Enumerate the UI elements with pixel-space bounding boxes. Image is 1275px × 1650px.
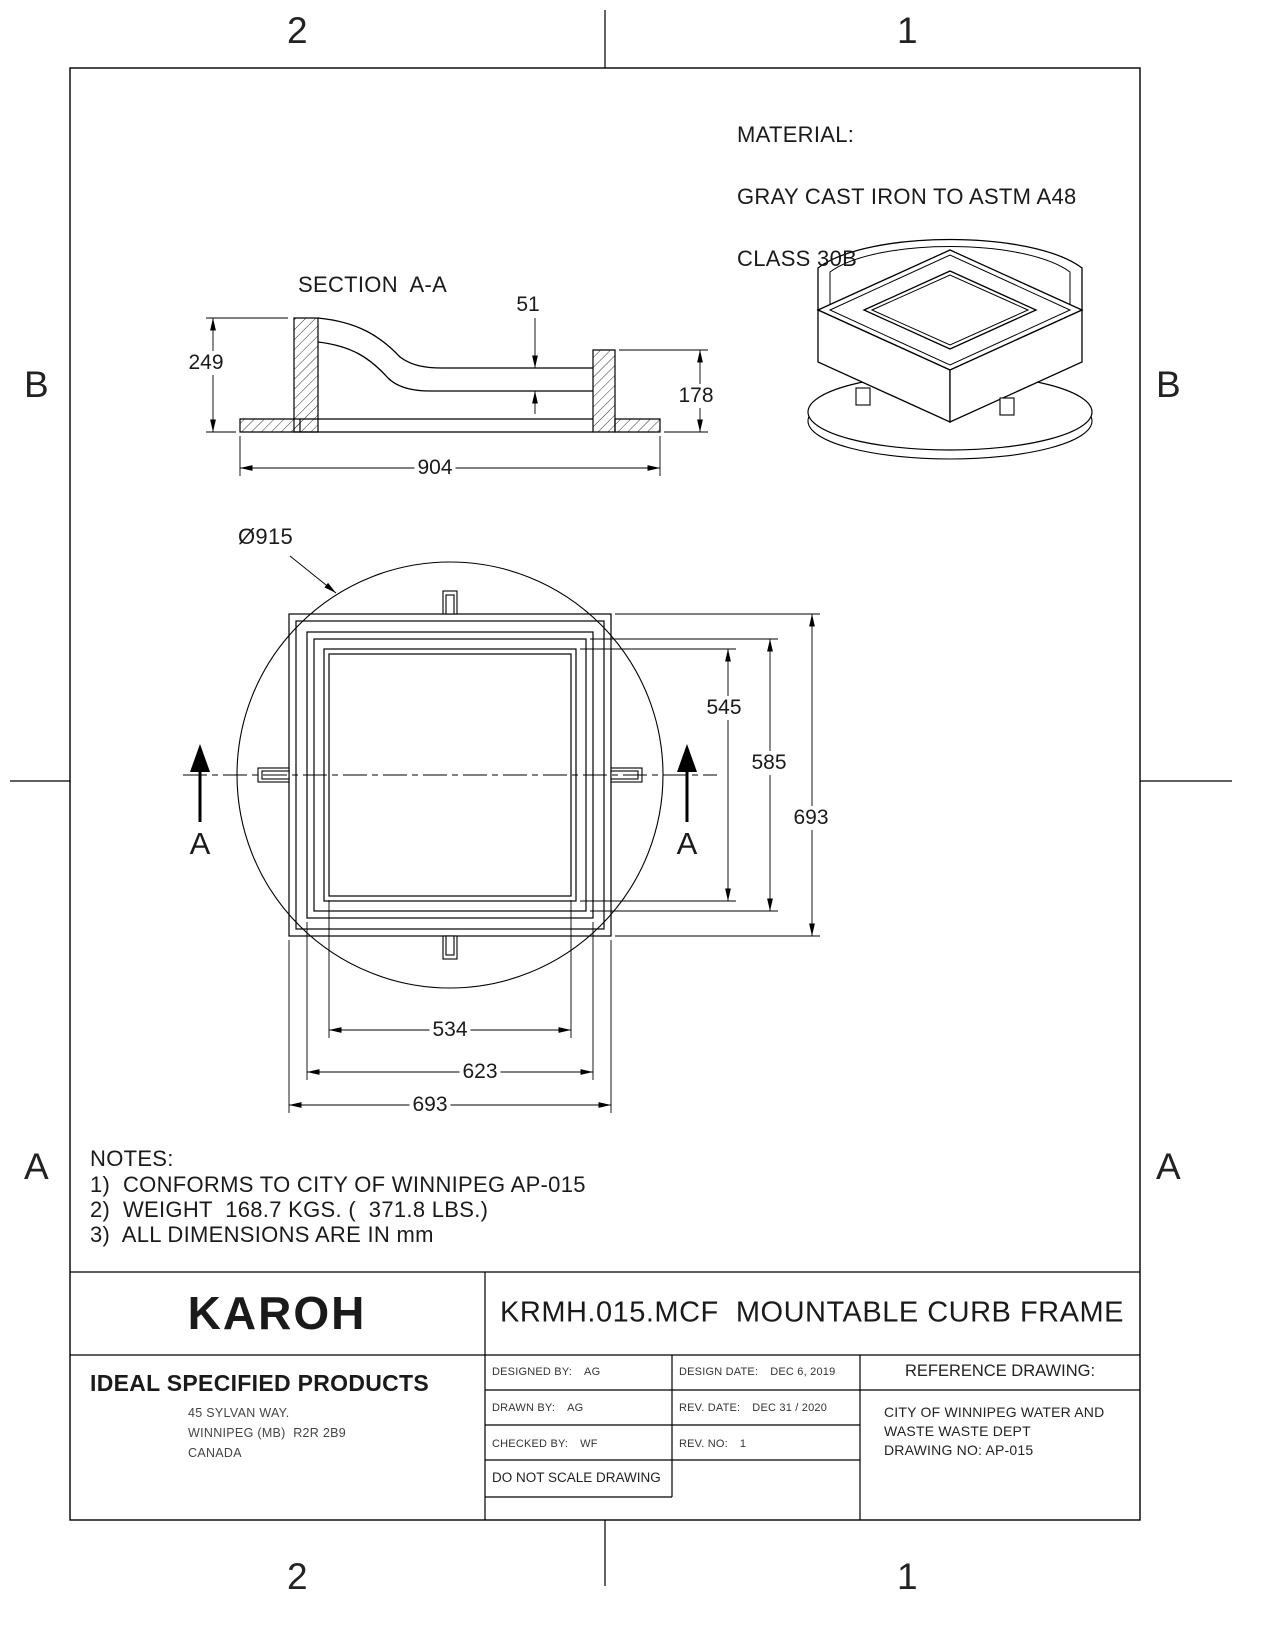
dim-height-right: 178	[675, 384, 717, 408]
section-view-title: SECTION A-A	[298, 272, 448, 297]
company-address-line2: WINNIPEG (MB) R2R 2B9	[188, 1426, 347, 1440]
note-item-3: 3) ALL DIMENSIONS ARE IN mm	[90, 1222, 434, 1247]
dim-seat-height: 585	[748, 751, 790, 775]
dim-opening-width: 534	[429, 1018, 471, 1042]
zone-label-left-upper: B	[24, 364, 49, 405]
dim-frame-height: 693	[790, 806, 832, 830]
design-date-field: DESIGN DATE: DEC 6, 2019	[679, 1366, 835, 1378]
zone-label-left-lower: A	[24, 1146, 49, 1187]
drawn-by-field: DRAWN BY: AG	[492, 1402, 583, 1414]
drawing-title: KRMH.015.MCF MOUNTABLE CURB FRAME	[500, 1296, 1124, 1329]
designed-by-label: DESIGNED BY:	[492, 1366, 573, 1378]
rev-date-label: REV. DATE:	[679, 1402, 741, 1414]
zone-label-bottom-right: 1	[897, 1556, 918, 1597]
title-block-grid	[70, 1271, 1140, 1520]
note-item-2: 2) WEIGHT 168.7 KGS. ( 371.8 LBS.)	[90, 1197, 489, 1222]
zone-label-top-left: 2	[287, 10, 308, 51]
material-note-class: CLASS 30B	[737, 246, 858, 271]
reference-line3: DRAWING NO: AP-015	[884, 1442, 1034, 1458]
dim-frame-width: 693	[409, 1093, 451, 1117]
section-arrow-label-left: A	[189, 826, 211, 861]
rev-date-value: DEC 31 / 2020	[752, 1402, 828, 1414]
dim-mid-width: 623	[459, 1060, 501, 1084]
zone-label-right-lower: A	[1156, 1146, 1181, 1187]
plan-dimension-lines	[288, 613, 820, 1113]
drawn-by-value: AG	[567, 1402, 584, 1414]
isometric-view-drawing	[807, 238, 1093, 460]
checked-by-field: CHECKED BY: WF	[492, 1438, 598, 1450]
plan-diameter-label: Ø915	[238, 524, 294, 549]
company-address-line1: 45 SYLVAN WAY.	[188, 1406, 290, 1420]
diameter-leader	[289, 555, 337, 594]
designed-by-field: DESIGNED BY: AG	[492, 1366, 600, 1378]
company-name: IDEAL SPECIFIED PRODUCTS	[90, 1370, 430, 1396]
drawn-by-label: DRAWN BY:	[492, 1402, 556, 1414]
reference-line2: WASTE WASTE DEPT	[884, 1423, 1031, 1439]
material-note: MATERIAL: GRAY CAST IRON TO ASTM A48 CLA…	[737, 86, 1077, 308]
section-cut-arrows	[190, 744, 697, 822]
dim-seat-thickness: 51	[513, 293, 543, 317]
plan-view-drawing	[183, 555, 820, 1113]
sheet-border	[10, 10, 1232, 1586]
reference-line1: CITY OF WINNIPEG WATER AND	[884, 1404, 1105, 1420]
zone-label-top-right: 1	[897, 10, 918, 51]
material-note-title: MATERIAL:	[737, 122, 855, 147]
design-date-value: DEC 6, 2019	[770, 1366, 836, 1378]
rev-date-field: REV. DATE: DEC 31 / 2020	[679, 1402, 827, 1414]
dim-opening-height: 545	[703, 696, 745, 720]
dim-base-width: 904	[414, 456, 456, 480]
zone-label-right-upper: B	[1156, 364, 1181, 405]
do-not-scale-note: DO NOT SCALE DRAWING	[492, 1470, 661, 1485]
reference-drawing-title: REFERENCE DRAWING:	[904, 1362, 1096, 1380]
section-dimension-lines	[206, 317, 708, 476]
material-note-spec: GRAY CAST IRON TO ASTM A48	[737, 184, 1077, 209]
checked-by-value: WF	[580, 1438, 598, 1450]
company-address-line3: CANADA	[188, 1446, 242, 1460]
rev-no-field: REV. NO: 1	[679, 1438, 746, 1450]
section-view-drawing	[206, 317, 708, 476]
designed-by-value: AG	[584, 1366, 601, 1378]
rev-no-value: 1	[739, 1438, 747, 1450]
note-item-1: 1) CONFORMS TO CITY OF WINNIPEG AP-015	[90, 1172, 586, 1197]
rev-no-label: REV. NO:	[679, 1438, 728, 1450]
design-date-label: DESIGN DATE:	[679, 1366, 759, 1378]
dim-height-left: 249	[185, 351, 227, 375]
notes-title: NOTES:	[90, 1146, 174, 1171]
checked-by-label: CHECKED BY:	[492, 1438, 569, 1450]
brand-name: KAROH	[187, 1287, 367, 1339]
section-arrow-label-right: A	[676, 826, 698, 861]
zone-label-bottom-left: 2	[287, 1556, 308, 1597]
